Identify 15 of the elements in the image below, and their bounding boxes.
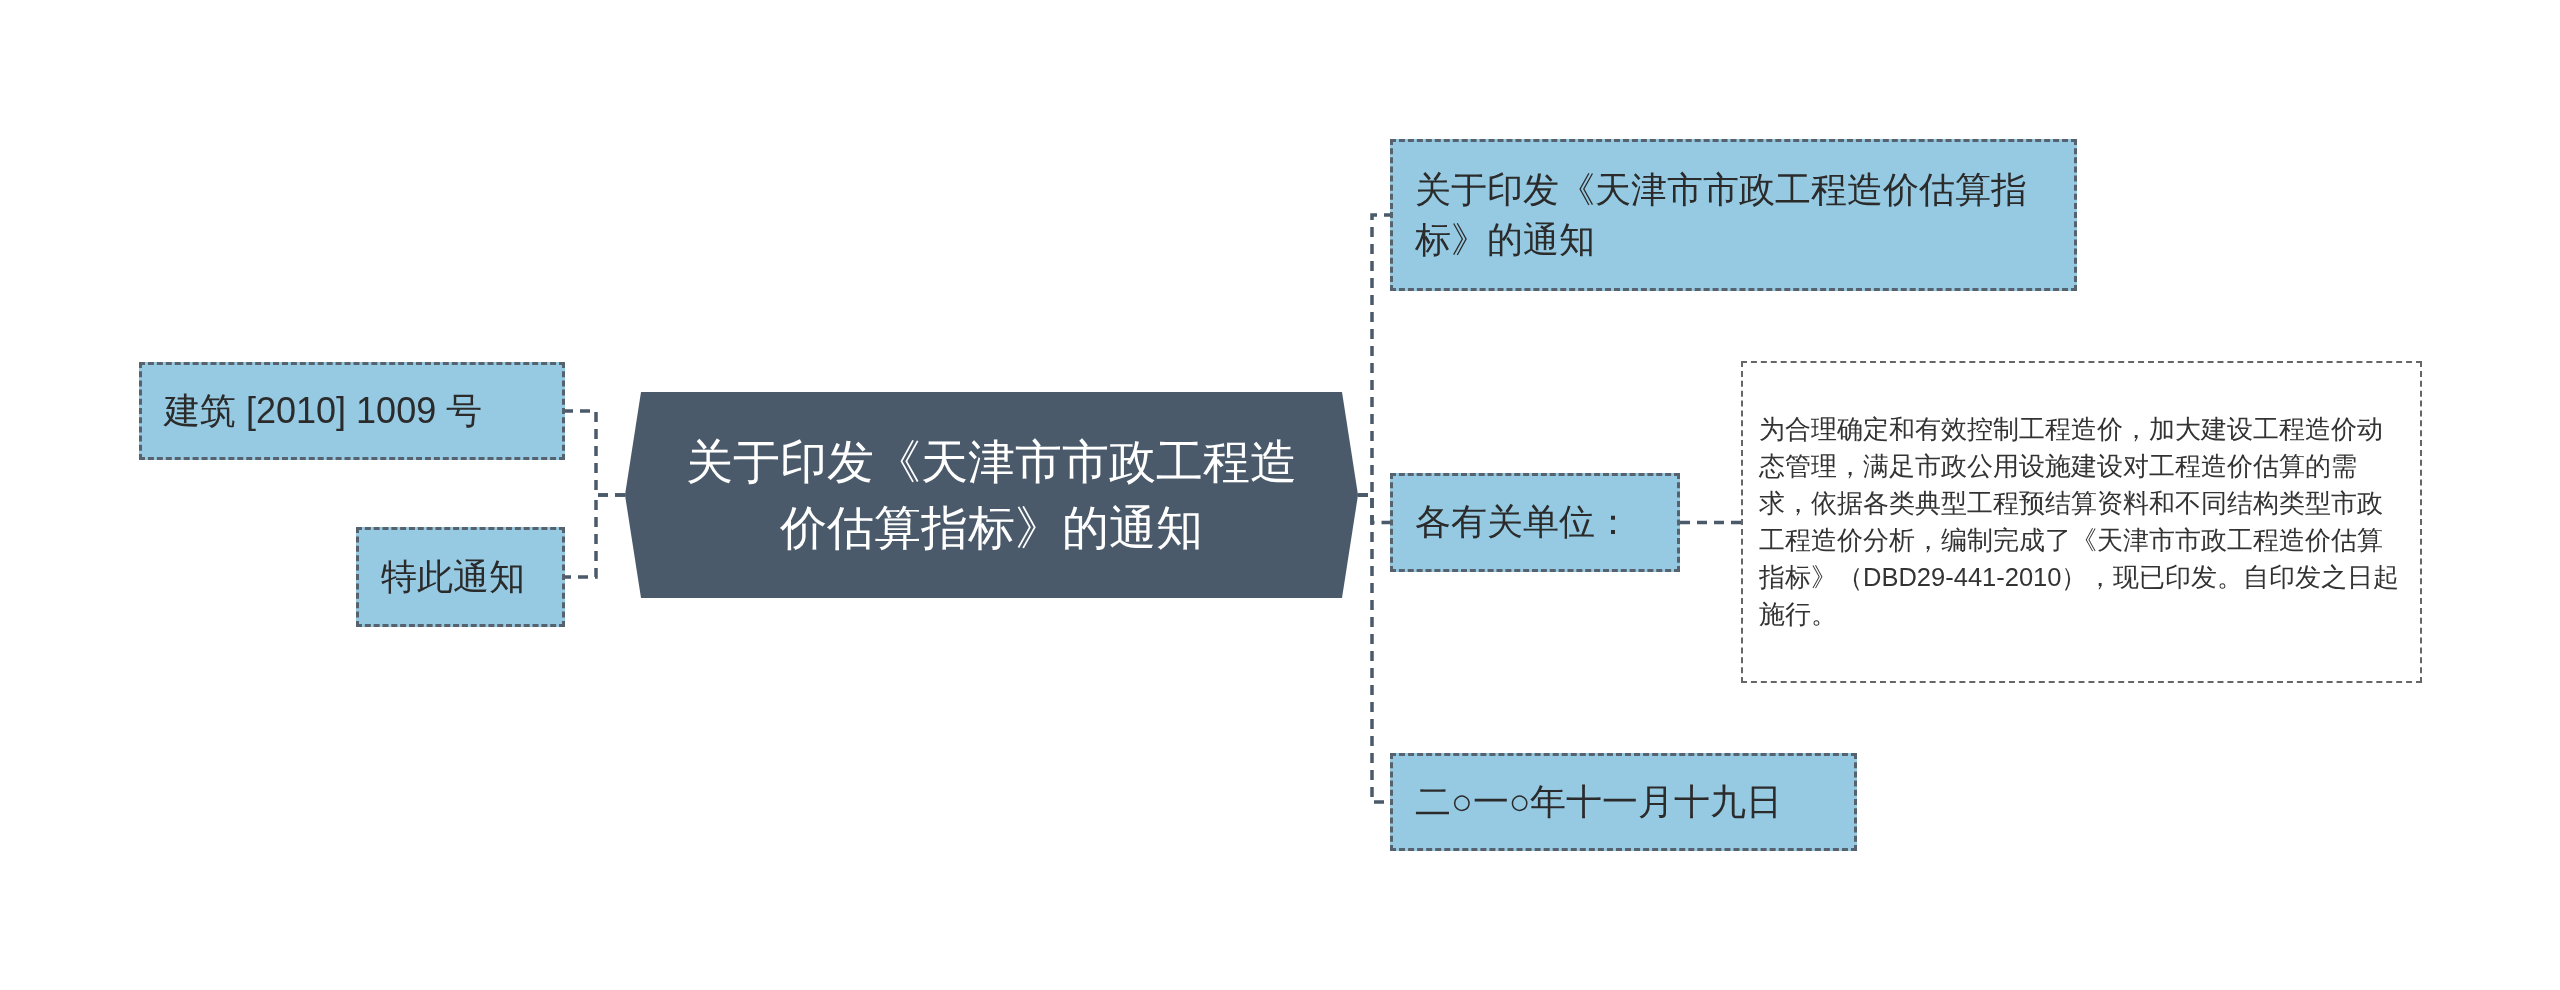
topic-text: 关于印发《天津市市政工程造价估算指标》的通知 bbox=[685, 434, 1298, 556]
topic-box bbox=[356, 527, 565, 627]
topic-box bbox=[1390, 473, 1680, 572]
topic-text: 二○一○年十一月十九日 bbox=[1415, 779, 1783, 824]
topic-text: 关于印发《天津市市政工程造价估算指标》的通知 bbox=[1415, 167, 2028, 262]
connector-line bbox=[565, 493, 625, 579]
note-box bbox=[1741, 361, 2422, 683]
topic-text: 为合理确定和有效控制工程造价，加大建设工程造价动态管理，满足市政公用设施建设对工程造价估算的需求，依据各类典型工程预结算资料和不同结构类型市政工程造价分析，编制完成了《天津市市政工程造价估算指标》（DBD29-441-2010），现已印发。自印发之日起施行。 bbox=[1759, 414, 2401, 630]
topic-text: 特此通知 bbox=[381, 554, 525, 599]
topic-text: 建筑 [2010] 1009 号 bbox=[164, 388, 483, 433]
topic-box bbox=[139, 362, 565, 460]
connector-line bbox=[1680, 520, 1741, 525]
topic-box bbox=[1390, 139, 2077, 291]
topic-box bbox=[1390, 753, 1857, 851]
topic-text: 各有关单位： bbox=[1415, 500, 1631, 545]
